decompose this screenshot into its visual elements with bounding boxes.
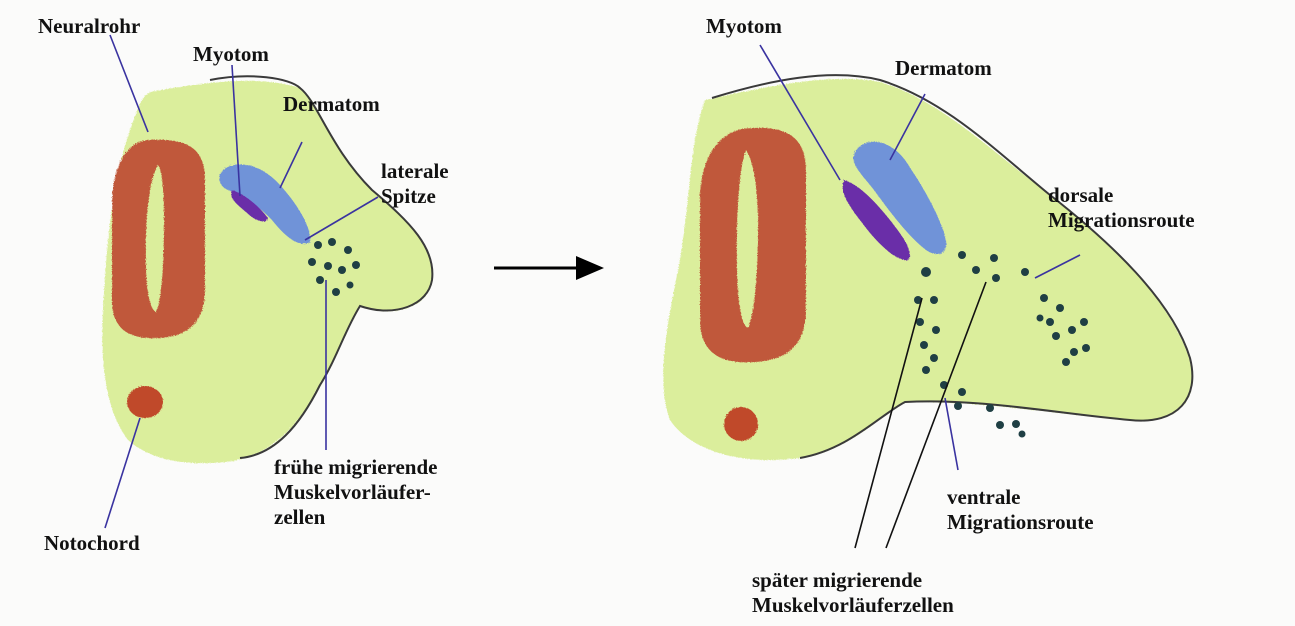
label-neuralrohr: Neuralrohr [38, 14, 140, 39]
label-spaeter-line1: später migrierende [752, 568, 954, 593]
label-laterale-spitze: laterale Spitze [381, 159, 449, 209]
label-myotom-left: Myotom [193, 42, 269, 67]
label-dorsale-line2: Migrationsroute [1048, 208, 1195, 233]
label-ventrale-line2: Migrationsroute [947, 510, 1094, 535]
label-notochord: Notochord [44, 531, 140, 556]
label-dermatom-left: Dermatom [283, 92, 380, 117]
label-fruehe-line2: Muskelvorläufer- [274, 480, 438, 505]
label-spaeter-line2: Muskelvorläuferzellen [752, 593, 954, 618]
label-spaeter-zellen: später migrierende Muskelvorläuferzellen [752, 568, 954, 618]
label-ventrale-route: ventrale Migrationsroute [947, 485, 1094, 535]
right-panel [663, 45, 1192, 548]
left-notochord [127, 386, 163, 418]
label-fruehe-zellen: frühe migrierende Muskelvorläufer- zelle… [274, 455, 438, 530]
label-fruehe-line1: frühe migrierende [274, 455, 438, 480]
transition-arrow [494, 256, 604, 280]
label-dorsale-line1: dorsale [1048, 183, 1195, 208]
label-ventrale-line1: ventrale [947, 485, 1094, 510]
label-dermatom-right: Dermatom [895, 56, 992, 81]
label-myotom-right: Myotom [706, 14, 782, 39]
right-notochord [724, 407, 758, 441]
label-laterale-line1: laterale [381, 159, 449, 184]
label-fruehe-line3: zellen [274, 505, 438, 530]
label-dorsale-route: dorsale Migrationsroute [1048, 183, 1195, 233]
label-laterale-line2: Spitze [381, 184, 449, 209]
